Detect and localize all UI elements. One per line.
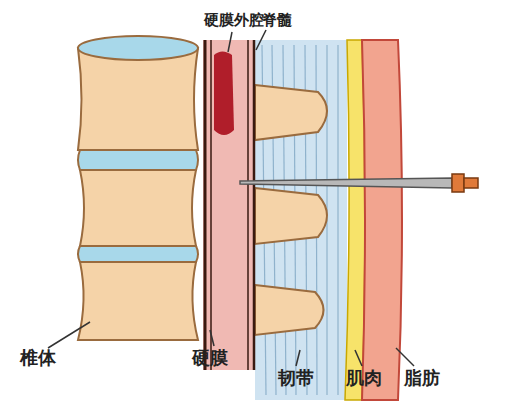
dura-line <box>253 40 256 370</box>
dura-band <box>203 40 253 370</box>
ligament-band <box>255 40 347 400</box>
part-label: 韧带 <box>278 368 314 388</box>
muscle-band <box>345 40 365 400</box>
dura-line <box>204 40 207 370</box>
dura-line <box>247 40 249 370</box>
part-label: 椎体 <box>20 348 56 368</box>
disc <box>78 150 198 170</box>
dura-line <box>210 40 212 370</box>
part-label: 肌肉 <box>346 368 382 388</box>
part-label: 脂肪 <box>404 368 440 388</box>
vertebra <box>78 36 198 340</box>
epidural-space <box>214 52 234 136</box>
part-label: 硬膜外腔 <box>204 12 264 29</box>
needle <box>240 174 478 192</box>
fat-band <box>362 40 402 400</box>
disc <box>78 246 198 262</box>
leader-line <box>48 30 414 366</box>
spinous-process <box>255 85 327 335</box>
part-label: 硬膜 <box>192 348 228 368</box>
part-label: 脊髓 <box>262 12 292 29</box>
